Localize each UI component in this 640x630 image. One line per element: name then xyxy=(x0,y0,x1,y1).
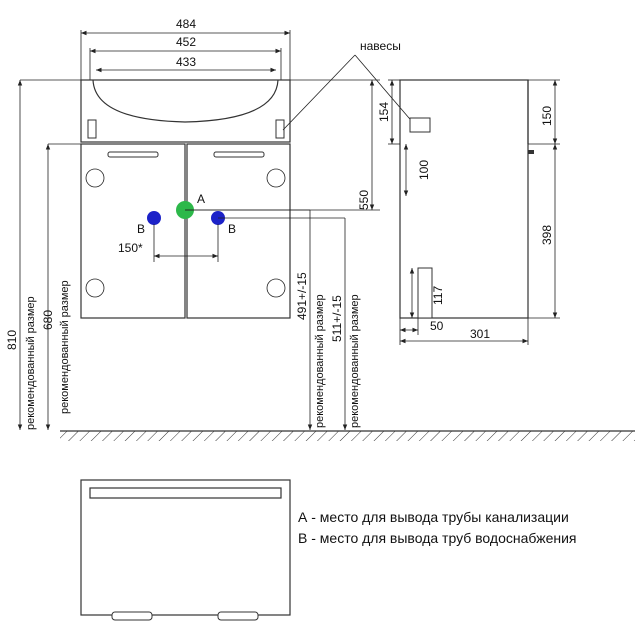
dim-150-star: 150* xyxy=(118,241,143,255)
side-hinge-lower xyxy=(417,267,433,319)
side-view: 154 100 117 50 301 150 398 xyxy=(377,79,560,345)
handle-right xyxy=(213,151,265,158)
door-hinge-cup xyxy=(266,168,286,188)
top-view xyxy=(80,479,291,621)
dim-452: 452 xyxy=(176,35,196,49)
top-view-body xyxy=(80,479,291,616)
side-body xyxy=(399,79,529,319)
dim-810: 810 xyxy=(5,330,19,350)
floor xyxy=(60,430,635,441)
front-view: A B B 150* 550 навесы 491+/-15 рекомендо… xyxy=(5,30,416,430)
point-a-label: A xyxy=(197,192,205,206)
point-b-label-right: B xyxy=(228,222,236,236)
door-hinge-cup xyxy=(85,278,105,298)
top-view-shelf xyxy=(89,487,282,499)
dim-50: 50 xyxy=(430,319,444,333)
door-hinge-cup xyxy=(85,168,105,188)
door-left xyxy=(80,143,186,319)
basin-bowl xyxy=(92,79,279,123)
dim-150-side: 150 xyxy=(540,106,554,126)
legend-line-a: А - место для вывода трубы канализации xyxy=(298,509,569,525)
rec-size-511: рекомендованный размер xyxy=(349,294,361,428)
door-hinge-cup xyxy=(266,278,286,298)
dim-433: 433 xyxy=(176,55,196,69)
hinge-left xyxy=(87,119,97,139)
handle-left xyxy=(107,151,159,158)
water-point-b-left xyxy=(147,211,161,225)
dim-398: 398 xyxy=(540,225,554,245)
dim-117: 117 xyxy=(431,286,445,305)
door-right xyxy=(186,143,291,319)
hinges-label: навесы xyxy=(360,39,401,53)
legend-line-b: В - место для вывода труб водоснабжения xyxy=(298,530,577,546)
dim-511: 511+/-15 xyxy=(330,295,344,342)
point-b-label-left: B xyxy=(137,222,145,236)
top-view-handle-right xyxy=(217,611,259,621)
dim-491: 491+/-15 xyxy=(295,272,309,320)
top-view-handle-left xyxy=(111,611,153,621)
side-hinge xyxy=(409,117,431,133)
basin-body xyxy=(80,79,291,143)
dim-484: 484 xyxy=(176,17,196,31)
rec-size-810: рекомендованный размер xyxy=(25,296,37,430)
dim-301: 301 xyxy=(470,327,490,341)
dim-154: 154 xyxy=(377,102,391,122)
rec-size-491: рекомендованный размер xyxy=(314,294,326,428)
rec-size-680: рекомендованный размер xyxy=(59,280,71,414)
dim-550: 550 xyxy=(357,190,371,210)
dim-680: 680 xyxy=(41,310,55,330)
dim-100: 100 xyxy=(417,160,431,180)
